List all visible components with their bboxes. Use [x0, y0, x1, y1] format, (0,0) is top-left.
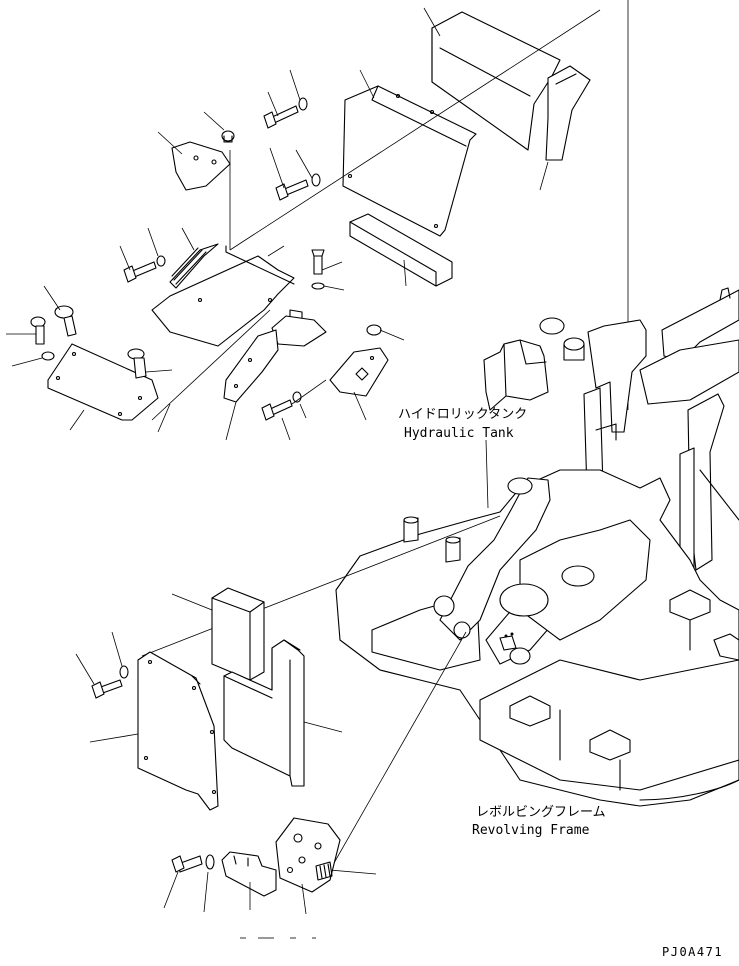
small-bracket-left	[171, 130, 235, 191]
bolt-washer-top-2	[275, 173, 321, 201]
bolt-left-3	[123, 255, 166, 283]
center-bracket-plate	[342, 85, 477, 237]
bolt-left-flange-3	[127, 348, 147, 379]
revolving-frame-label-en: Revolving Frame	[472, 823, 590, 838]
drawing-code: PJ0A471	[662, 945, 723, 959]
left-cover-panel	[47, 343, 159, 421]
lower-side-panel	[137, 651, 219, 811]
bolt-washer-top-1	[263, 97, 308, 129]
bolt-left-flange-1	[54, 305, 77, 337]
hydraulic-tank-label-en: Hydraulic Tank	[404, 426, 514, 441]
mount-bracket-center	[223, 309, 327, 403]
clamp-bracket-bottom	[221, 851, 277, 897]
lower-square-pad	[211, 587, 265, 681]
lower-l-shaped-block	[223, 639, 305, 787]
top-cover-block	[431, 11, 591, 161]
revolving-frame-label-jp: レボルビングフレーム	[476, 805, 606, 820]
bolt-small-vertical	[311, 249, 325, 290]
mount-plate-bottom	[275, 817, 341, 893]
long-rubber-strip	[349, 213, 453, 287]
label-revolving-frame: レボルビングフレーム Revolving Frame	[472, 805, 606, 838]
bolt-washer-center	[261, 391, 302, 421]
bolt-left-flange-2	[30, 316, 55, 361]
middle-long-plate	[151, 245, 295, 347]
revolving-frame	[335, 469, 739, 807]
leader-lines-lower	[75, 593, 343, 939]
bracket-right-small	[329, 324, 389, 397]
bolt-bottom	[171, 854, 215, 873]
rubber-seal-strip	[169, 243, 219, 289]
hydraulic-tank-label-jp: ハイドロリックタンク	[398, 407, 527, 422]
bolt-lower-1	[91, 665, 129, 699]
label-hydraulic-tank: ハイドロリックタンク Hydraulic Tank	[398, 407, 527, 441]
